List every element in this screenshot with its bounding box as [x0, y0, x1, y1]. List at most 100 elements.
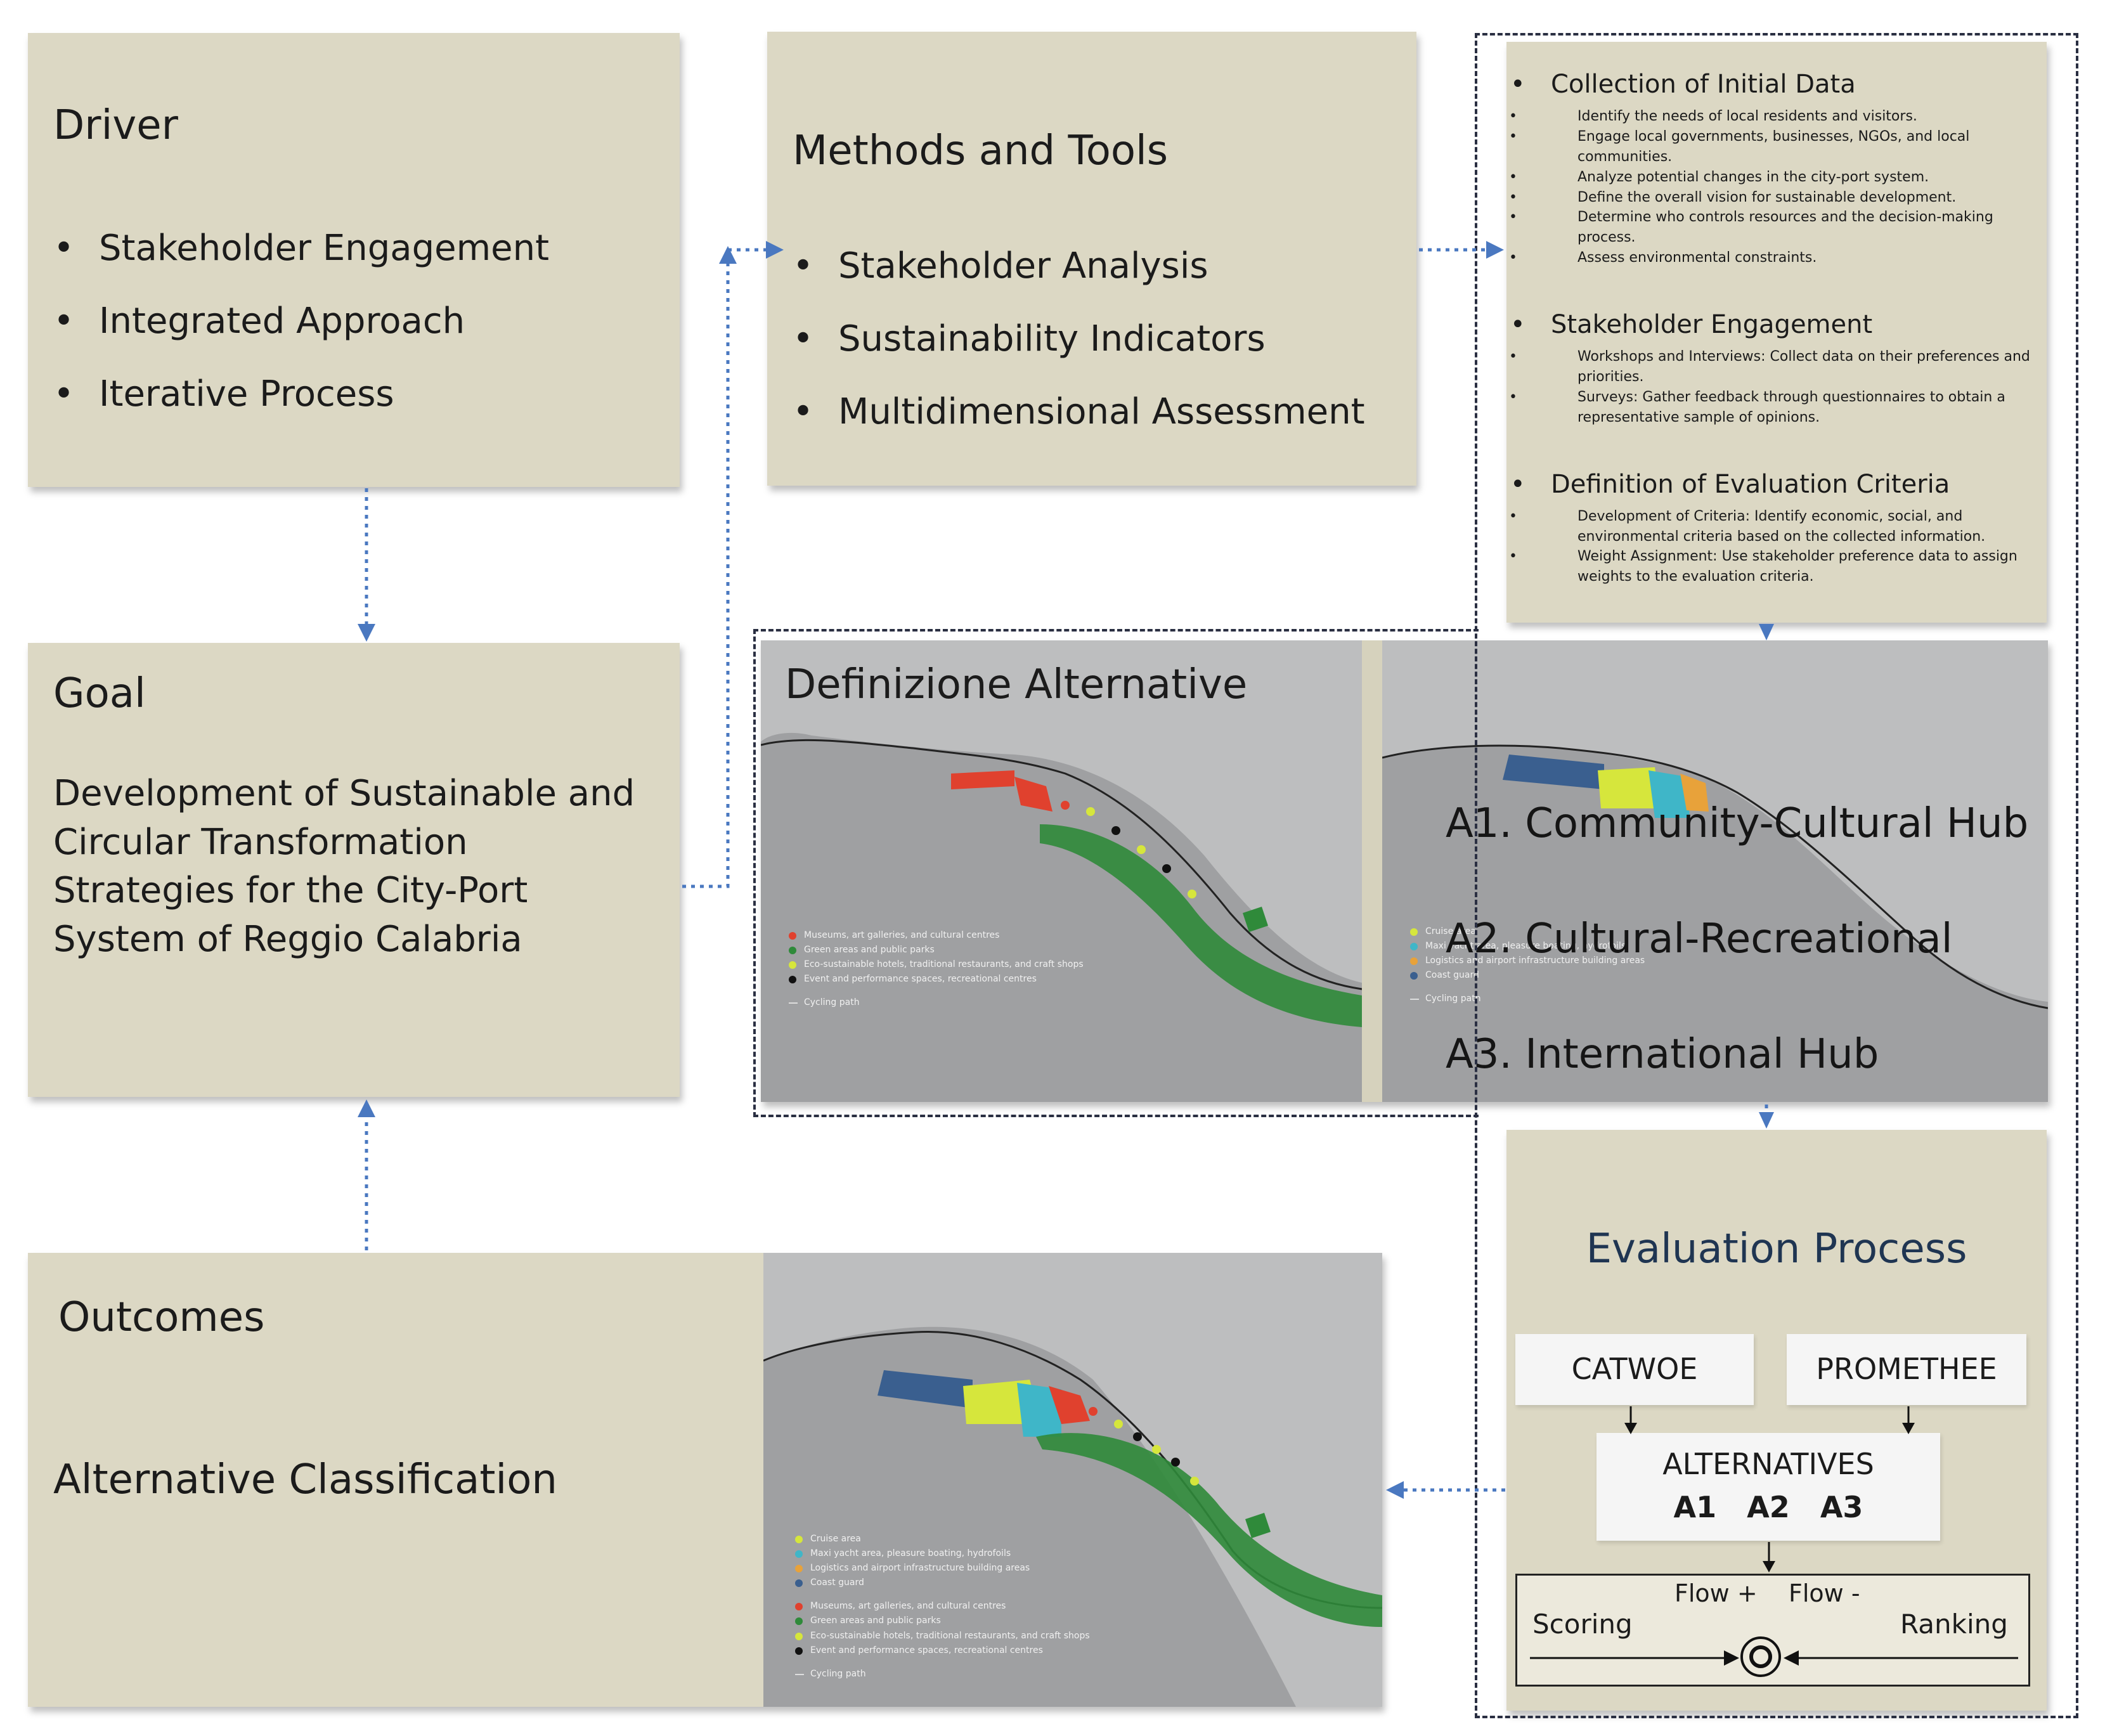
legend-swatch: [789, 976, 796, 984]
legend-row: Eco-sustainable hotels, traditional rest…: [795, 1629, 1090, 1643]
alternatives-map-right: Cruise area Maxi yacht area, pleasure bo…: [1382, 640, 2048, 1102]
legend-line: [795, 1673, 804, 1675]
flow-diagram: [1530, 1636, 2018, 1677]
catwoe-box: CATWOE: [1515, 1334, 1754, 1405]
driver-box: Driver Stakeholder Engagement Integrated…: [28, 33, 680, 487]
methods-box: Methods and Tools Stakeholder Analysis S…: [767, 32, 1416, 486]
methods-item: Multidimensional Assessment: [793, 391, 1365, 433]
outcomes-title: Outcomes: [58, 1294, 265, 1341]
legend-label: Eco-sustainable hotels, traditional rest…: [810, 1630, 1090, 1641]
legend-label: Logistics and airport infrastructure bui…: [1425, 955, 1645, 966]
outcome-map: Cruise area Maxi yacht area, pleasure bo…: [763, 1253, 1382, 1707]
driver-list: Stakeholder Engagement Integrated Approa…: [53, 227, 549, 416]
alternative-label-a2: A2. Cultural-Recreational: [1446, 916, 1953, 962]
legend-label: Cycling path: [1425, 994, 1481, 1004]
legend-label: Event and performance spaces, recreation…: [810, 1645, 1043, 1655]
legend-swatch: [1410, 957, 1418, 966]
data-section-item: Analyze potential changes in the city-po…: [1506, 167, 2033, 188]
legend-label: Cycling path: [810, 1668, 866, 1679]
alternative-label-a1: A1. Community-Cultural Hub: [1446, 800, 2029, 847]
legend-line: [1410, 999, 1419, 1001]
legend-swatch: [795, 1550, 803, 1558]
data-section-item: Identify the needs of local residents an…: [1506, 107, 2033, 127]
driver-item: Iterative Process: [53, 373, 549, 415]
legend-label: Logistics and airport infrastructure bui…: [810, 1563, 1030, 1574]
legend-swatch: [795, 1579, 803, 1588]
promethee-label: PROMETHEE: [1816, 1352, 1997, 1386]
legend-row: Event and performance spaces, recreation…: [789, 972, 1084, 987]
data-section-heading: Collection of Initial Data: [1506, 66, 2033, 103]
legend-label: Cycling path: [804, 997, 860, 1008]
legend-row: Coast guard: [795, 1576, 1090, 1590]
legend-row: Green areas and public parks: [789, 943, 1084, 957]
legend-row: Green areas and public parks: [795, 1614, 1090, 1628]
data-section-heading: Stakeholder Engagement: [1506, 306, 2033, 343]
alternatives-map-left: Museums, art galleries, and cultural cen…: [761, 640, 1362, 1102]
legend-label: Cruise area: [810, 1534, 861, 1544]
promethee-box: PROMETHEE: [1787, 1334, 2026, 1405]
alternatives-eval-codes: A1 A2 A3: [1673, 1490, 1863, 1524]
scoring-label: Scoring: [1532, 1609, 1633, 1640]
driver-item: Stakeholder Engagement: [53, 227, 549, 269]
legend-row: Cycling path: [1410, 992, 1645, 1006]
data-section: Collection of Initial Data Identify the …: [1506, 66, 2033, 268]
legend-label: Event and performance spaces, recreation…: [804, 974, 1037, 985]
legend-row: Cruise area: [1410, 924, 1645, 939]
ranking-label: Ranking: [1900, 1609, 2008, 1640]
data-section-item: Engage local governments, businesses, NG…: [1506, 127, 2033, 167]
methods-item: Stakeholder Analysis: [793, 245, 1365, 287]
legend-row: Logistics and airport infrastructure bui…: [795, 1561, 1090, 1576]
flow-minus-label: Flow -: [1789, 1579, 1860, 1607]
methods-title: Methods and Tools: [793, 127, 1169, 174]
map-a-legend: Museums, art galleries, and cultural cen…: [789, 928, 1084, 1010]
legend-label: Cruise area: [1425, 926, 1476, 936]
alternatives-eval-title: ALTERNATIVES: [1662, 1447, 1874, 1481]
legend-label: Maxi yacht area, pleasure boating, hydro…: [810, 1548, 1011, 1559]
legend-swatch: [1410, 972, 1418, 980]
legend-row: Coast guard: [1410, 968, 1645, 983]
alternatives-box: Museums, art galleries, and cultural cen…: [761, 640, 2048, 1102]
outcomes-subtitle: Alternative Classification: [53, 1456, 557, 1503]
data-section-item: Weight Assignment: Use stakeholder prefe…: [1506, 547, 2033, 587]
data-collection-box: Collection of Initial Data Identify the …: [1506, 42, 2047, 623]
legend-swatch: [1410, 928, 1418, 936]
legend-label: Eco-sustainable hotels, traditional rest…: [804, 959, 1084, 970]
legend-label: Museums, art galleries, and cultural cen…: [810, 1601, 1006, 1612]
data-section-heading: Definition of Evaluation Criteria: [1506, 466, 2033, 503]
data-section: Definition of Evaluation Criteria Develo…: [1506, 466, 2033, 588]
legend-label: Coast guard: [810, 1577, 864, 1588]
legend-row: Logistics and airport infrastructure bui…: [1410, 954, 1645, 968]
legend-label: Green areas and public parks: [804, 945, 935, 955]
evaluation-title: Evaluation Process: [1586, 1226, 1967, 1273]
legend-row: Museums, art galleries, and cultural cen…: [795, 1599, 1090, 1614]
legend-swatch: [789, 961, 796, 969]
methods-list: Stakeholder Analysis Sustainability Indi…: [793, 245, 1365, 434]
data-section-item: Determine who controls resources and the…: [1506, 207, 2033, 248]
legend-row: Museums, art galleries, and cultural cen…: [789, 928, 1084, 943]
data-section: Stakeholder Engagement Workshops and Int…: [1506, 306, 2033, 428]
legend-row: Cycling path: [795, 1667, 1090, 1681]
legend-label: Museums, art galleries, and cultural cen…: [804, 930, 1000, 940]
legend-row: Cycling path: [789, 995, 1084, 1010]
data-section-item: Define the overall vision for sustainabl…: [1506, 188, 2033, 208]
evaluation-box: Evaluation Process CATWOE PROMETHEE ALTE…: [1506, 1130, 2047, 1711]
goal-box: Goal Development of Sustainable and Circ…: [28, 643, 680, 1097]
legend-label: Green areas and public parks: [810, 1616, 941, 1626]
flow-plus-label: Flow +: [1674, 1579, 1758, 1607]
legend-label: Coast guard: [1425, 970, 1479, 981]
outcomes-box: Outcomes Alternative Classification Crui…: [28, 1253, 1382, 1707]
methods-item: Sustainability Indicators: [793, 318, 1365, 360]
legend-swatch: [795, 1632, 803, 1640]
data-collection-content: Collection of Initial Data Identify the …: [1506, 66, 2033, 616]
driver-item: Integrated Approach: [53, 300, 549, 342]
legend-swatch: [795, 1617, 803, 1626]
alternatives-box-eval: ALTERNATIVES A1 A2 A3: [1597, 1433, 1940, 1541]
legend-swatch: [795, 1647, 803, 1655]
data-section-item: Assess environmental constraints.: [1506, 248, 2033, 268]
alternative-label-a3: A3. International Hub: [1446, 1031, 1879, 1078]
data-section-item: Development of Criteria: Identify econom…: [1506, 507, 2033, 547]
goal-title: Goal: [53, 670, 146, 717]
data-section-item: Workshops and Interviews: Collect data o…: [1506, 347, 2033, 387]
legend-row: Event and performance spaces, recreation…: [795, 1643, 1090, 1658]
driver-title: Driver: [53, 102, 178, 149]
